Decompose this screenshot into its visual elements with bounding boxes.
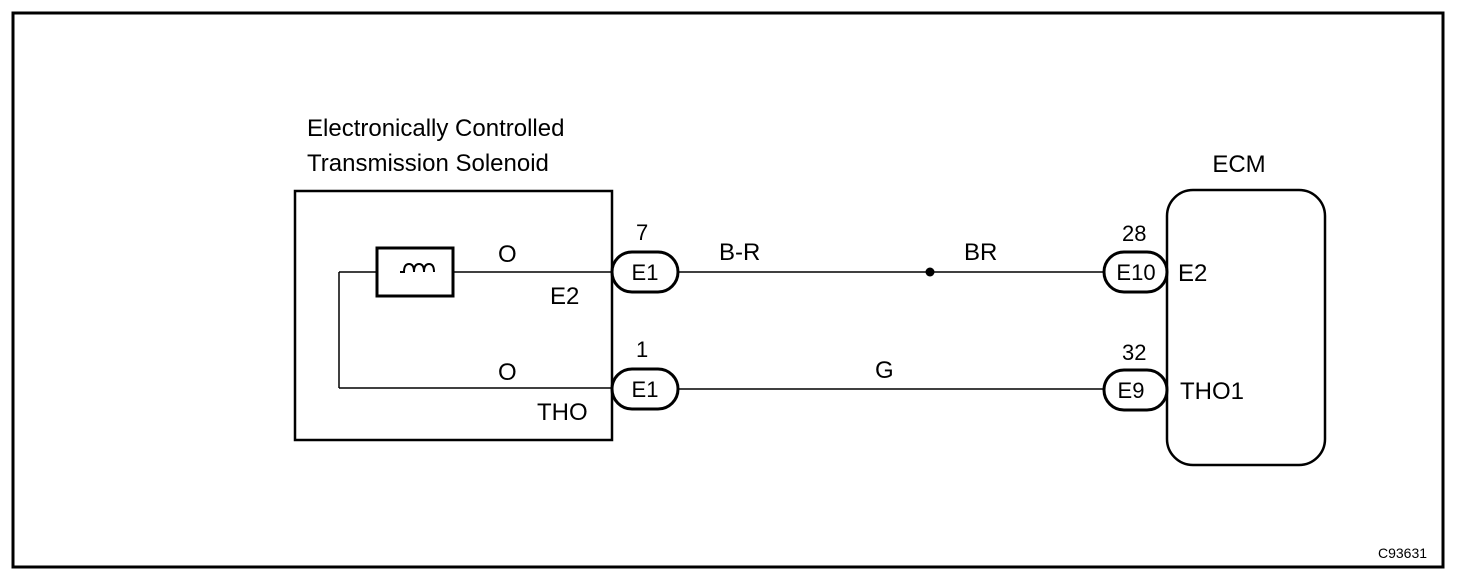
solenoid-title-line1: Electronically Controlled <box>307 115 564 142</box>
wire-color-g: G <box>875 357 894 384</box>
connector-e1-lower-label: E1 <box>632 377 659 402</box>
ecm-title: ECM <box>1212 151 1265 178</box>
pin-number-28: 28 <box>1122 221 1146 246</box>
wire-color-upper-internal: O <box>498 241 517 268</box>
splice-point <box>925 267 935 277</box>
connector-e9 <box>1102 368 1169 412</box>
connector-e10 <box>1102 250 1169 294</box>
wire-color-b-r: B-R <box>719 239 760 266</box>
diagram-frame <box>11 11 1445 569</box>
pin-number-1: 1 <box>636 337 648 362</box>
figure-code: C93631 <box>1378 545 1427 561</box>
ecm-terminal-tho1: THO1 <box>1180 378 1244 405</box>
solenoid-box <box>293 189 614 442</box>
connector-e1-upper-label: E1 <box>632 260 659 285</box>
wire-color-lower-internal: O <box>498 359 517 386</box>
solenoid-title-line2: Transmission Solenoid <box>307 150 549 177</box>
ecm-terminal-e2: E2 <box>1178 260 1207 287</box>
pin-number-7: 7 <box>636 220 648 245</box>
connector-e10-label: E10 <box>1116 260 1155 285</box>
wire-color-br: BR <box>964 239 997 266</box>
pin-number-32: 32 <box>1122 340 1146 365</box>
coil-icon <box>375 246 455 298</box>
ecm-box <box>1165 188 1327 467</box>
solenoid-terminal-tho: THO <box>537 399 588 426</box>
connector-e9-label: E9 <box>1118 378 1145 403</box>
solenoid-terminal-e2: E2 <box>550 283 579 310</box>
